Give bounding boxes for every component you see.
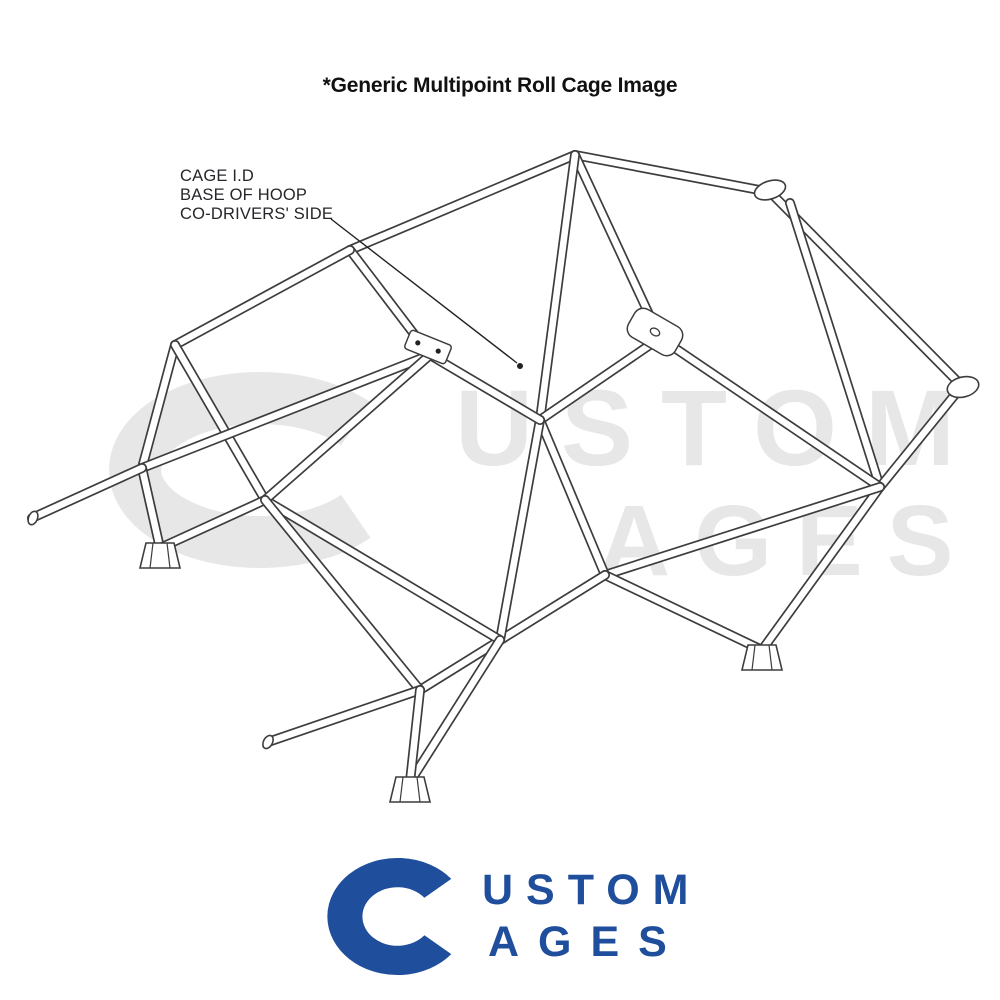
tube-end-cap-right — [946, 375, 980, 399]
cage-tubes — [27, 150, 967, 787]
annotation-line-1: CAGE I.D — [180, 167, 255, 185]
logo-words: USTOM AGES — [482, 869, 702, 964]
watermark-text-bottom: AGES — [598, 485, 977, 597]
image-caption: *Generic Multipoint Roll Cage Image — [322, 74, 678, 97]
mounting-foot-bottom — [388, 776, 432, 803]
mounting-foot-left — [138, 542, 182, 569]
annotation-leader — [330, 218, 523, 369]
cage-details — [27, 179, 980, 803]
annotation-line-3: CO-DRIVERS' SIDE — [180, 205, 334, 223]
logo-text-top: USTOM — [482, 866, 702, 914]
annotation-target-dot — [517, 363, 523, 369]
logo-text-bottom: AGES — [488, 918, 686, 966]
gusset-plate — [626, 307, 684, 357]
tube-open-end-front — [27, 510, 39, 526]
tube-clamp — [404, 329, 452, 365]
tube-open-end-lower — [262, 734, 274, 750]
annotation-line-2: BASE OF HOOP — [180, 186, 308, 204]
mounting-foot-right — [740, 644, 784, 671]
tube-end-cap-upper — [753, 179, 787, 201]
brand-logo: USTOM AGES — [325, 856, 702, 977]
logo-c-glyph — [327, 857, 452, 976]
annotation-label: CAGE I.D BASE OF HOOP CO-DRIVERS' SIDE — [180, 167, 333, 224]
